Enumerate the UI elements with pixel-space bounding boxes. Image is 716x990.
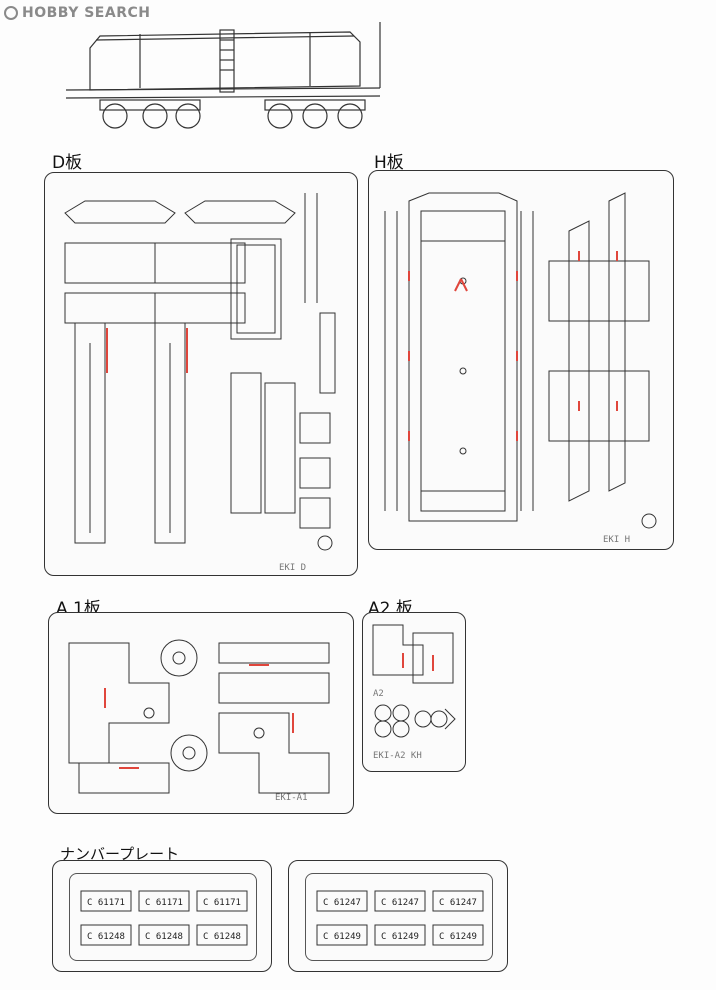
number-plate-text: C 61248	[87, 932, 125, 942]
number-plate-text: C 61248	[203, 932, 241, 942]
number-plate	[432, 924, 484, 946]
sheet-h-parts	[384, 192, 657, 529]
number-plate-text: C 61247	[439, 898, 477, 908]
tender-drawing	[65, 22, 381, 129]
sheet-h-label: H板	[374, 153, 404, 173]
sheet-a1-code: EKI-A1	[275, 793, 308, 803]
watermark: HOBBY SEARCH	[4, 5, 150, 21]
plate-sheet-left-frame	[69, 873, 257, 961]
sheet-h: EKI H	[368, 170, 674, 550]
watermark-text: HOBBY SEARCH	[22, 5, 151, 21]
sheet-a2-parts	[372, 624, 456, 738]
sheet-d-label: D板	[52, 153, 83, 173]
sheet-a1-parts	[68, 639, 330, 794]
number-plate	[196, 924, 248, 946]
plate-group-right: C 61247 C 61247 C 61247 C 61249 C 61249 C 612…	[316, 890, 484, 946]
sheet-a2-side: A2	[373, 689, 384, 699]
sheet-d-parts	[64, 193, 336, 551]
number-plate	[432, 890, 484, 912]
sheet-a2: A2 EKI-A2 KH	[362, 612, 466, 772]
number-plate	[80, 890, 132, 912]
number-plate	[316, 890, 368, 912]
number-plate-label: ナンバープレート	[60, 845, 180, 863]
number-plate	[374, 924, 426, 946]
number-plate	[138, 890, 190, 912]
sheet-d-code: EKI D	[279, 563, 307, 573]
number-plate	[374, 890, 426, 912]
number-plate-text: C 61247	[381, 898, 419, 908]
plate-sheet-left: C 61171 C 61171 C 61171 C 61248 C 61248 C 612…	[52, 860, 272, 972]
number-plate-text: C 61171	[203, 898, 241, 908]
number-plate-text: C 61171	[87, 898, 125, 908]
number-plate	[80, 924, 132, 946]
number-plate-text: C 61247	[323, 898, 361, 908]
number-plate-text: C 61249	[439, 932, 477, 942]
sheet-a2-code: EKI-A2 KH	[373, 751, 422, 761]
number-plate	[196, 890, 248, 912]
sheet-a1: EKI-A1	[48, 612, 354, 814]
number-plate-text: C 61249	[381, 932, 419, 942]
sheet-d: EKI D	[44, 172, 358, 576]
plate-sheet-right: C 61247 C 61247 C 61247 C 61249 C 61249 C 612…	[288, 860, 508, 972]
plate-group-left: C 61171 C 61171 C 61171 C 61248 C 61248 C 612…	[80, 890, 248, 946]
number-plate	[316, 924, 368, 946]
plate-sheet-right-frame	[305, 873, 493, 961]
sheet-h-code: EKI H	[603, 535, 631, 545]
number-plate-text: C 61171	[145, 898, 183, 908]
watermark-logo-icon	[4, 6, 18, 20]
number-plate	[138, 924, 190, 946]
number-plate-text: C 61248	[145, 932, 183, 942]
number-plate-text: C 61249	[323, 932, 361, 942]
